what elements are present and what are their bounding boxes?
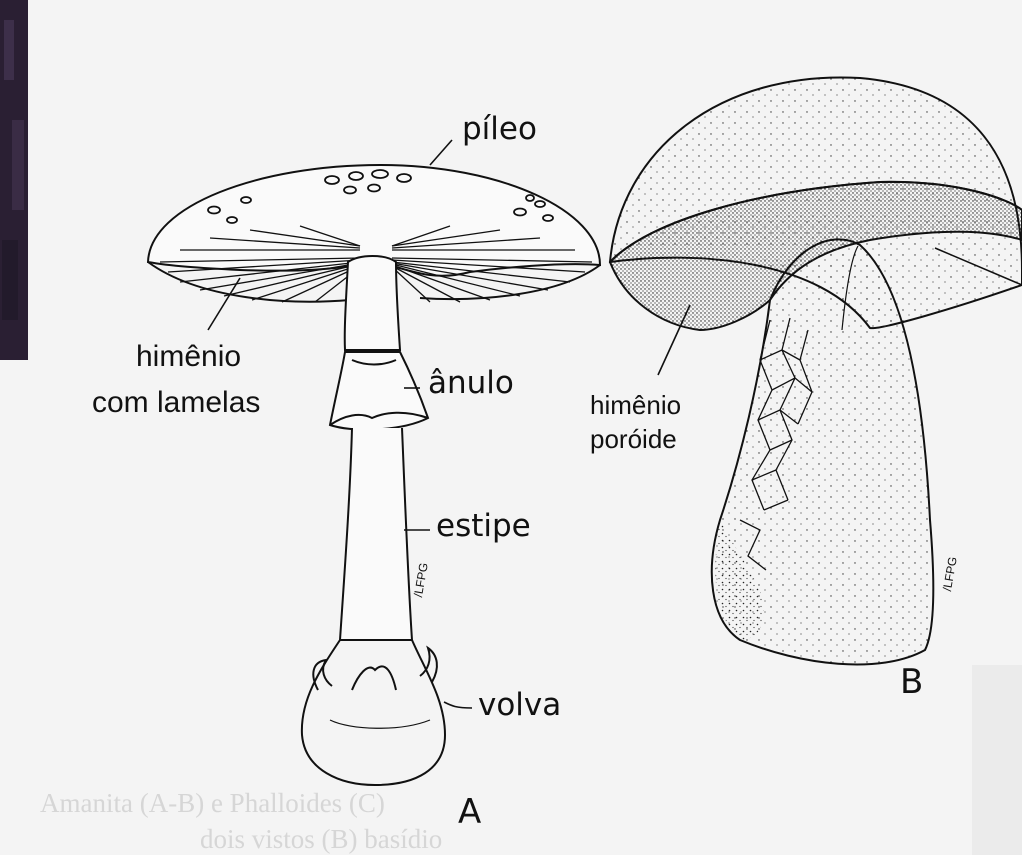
figure-a-letter: A — [458, 795, 481, 829]
scan-artifact-box — [972, 665, 1022, 855]
label-himenio-poroide-line1: himênio — [590, 392, 681, 418]
label-anulo: ânulo — [428, 368, 514, 399]
label-estipe: estipe — [436, 511, 531, 542]
label-himenio-lamelas-line2: com lamelas — [92, 388, 260, 418]
label-pileo: píleo — [462, 114, 537, 145]
bolete-mushroom-drawing — [610, 77, 1022, 664]
volva-leader-line — [444, 702, 472, 708]
pileo-leader-line — [430, 140, 452, 165]
photo-edge-strip — [0, 0, 28, 360]
label-volva: volva — [478, 690, 561, 721]
label-himenio-lamelas-line1: himênio — [136, 342, 241, 372]
bleed-through-line-1: Amanita (A-B) e Phalloides (C) — [40, 790, 385, 817]
label-himenio-poroide-line2: poróide — [590, 426, 677, 452]
figure-b-letter: B — [900, 665, 923, 699]
bleed-through-line-2: dois vistos (B) basídio — [200, 826, 442, 853]
